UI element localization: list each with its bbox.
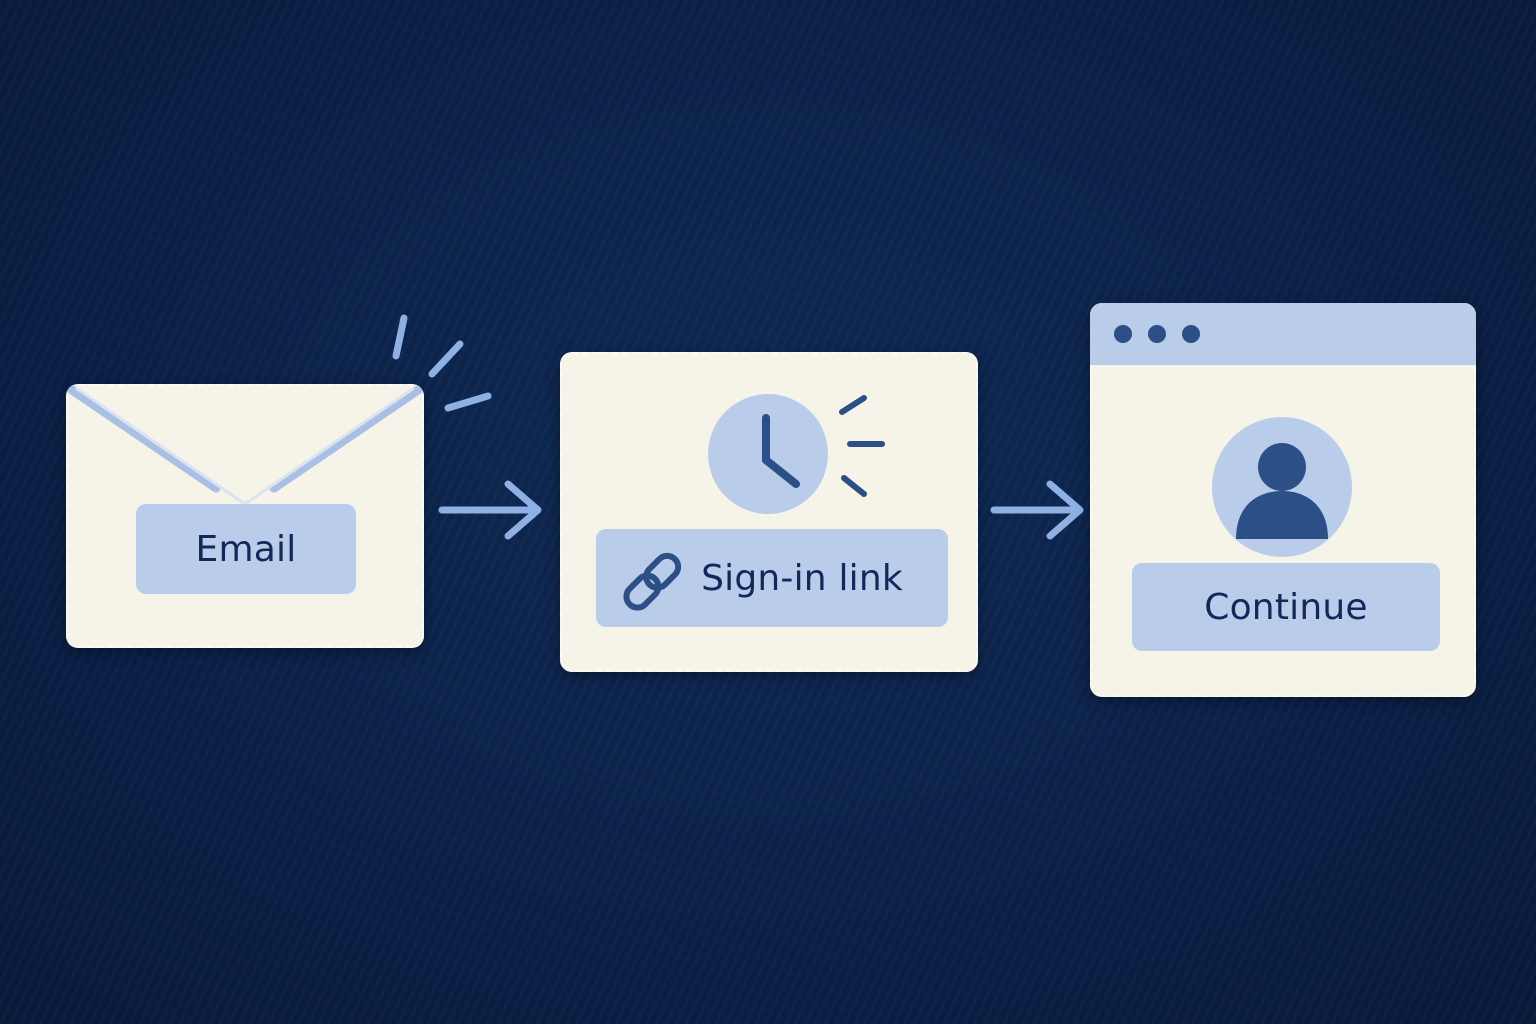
clock-icon — [708, 394, 828, 514]
window-dot-icon — [1182, 325, 1200, 343]
sign-in-link-label: Sign-in link — [701, 557, 903, 599]
notification-sparkle-icon — [392, 314, 492, 412]
flow-arrow-1 — [438, 480, 542, 540]
email-label-pill: Email — [136, 504, 356, 594]
flow-arrow-2 — [990, 480, 1084, 540]
timer-sparkle-icon — [839, 395, 885, 497]
browser-title-bar — [1090, 303, 1476, 365]
email-envelope-card: Email — [66, 384, 424, 648]
window-dot-icon — [1148, 325, 1166, 343]
browser-window-card: Continue — [1090, 303, 1476, 697]
window-dot-icon — [1114, 325, 1132, 343]
sign-in-link-card: Sign-in link — [560, 352, 978, 672]
continue-button[interactable]: Continue — [1132, 563, 1440, 651]
sign-in-link-button[interactable]: Sign-in link — [596, 529, 948, 627]
email-label: Email — [195, 528, 297, 570]
continue-label: Continue — [1204, 586, 1368, 628]
link-icon — [623, 552, 682, 611]
user-avatar-icon — [1212, 417, 1352, 557]
